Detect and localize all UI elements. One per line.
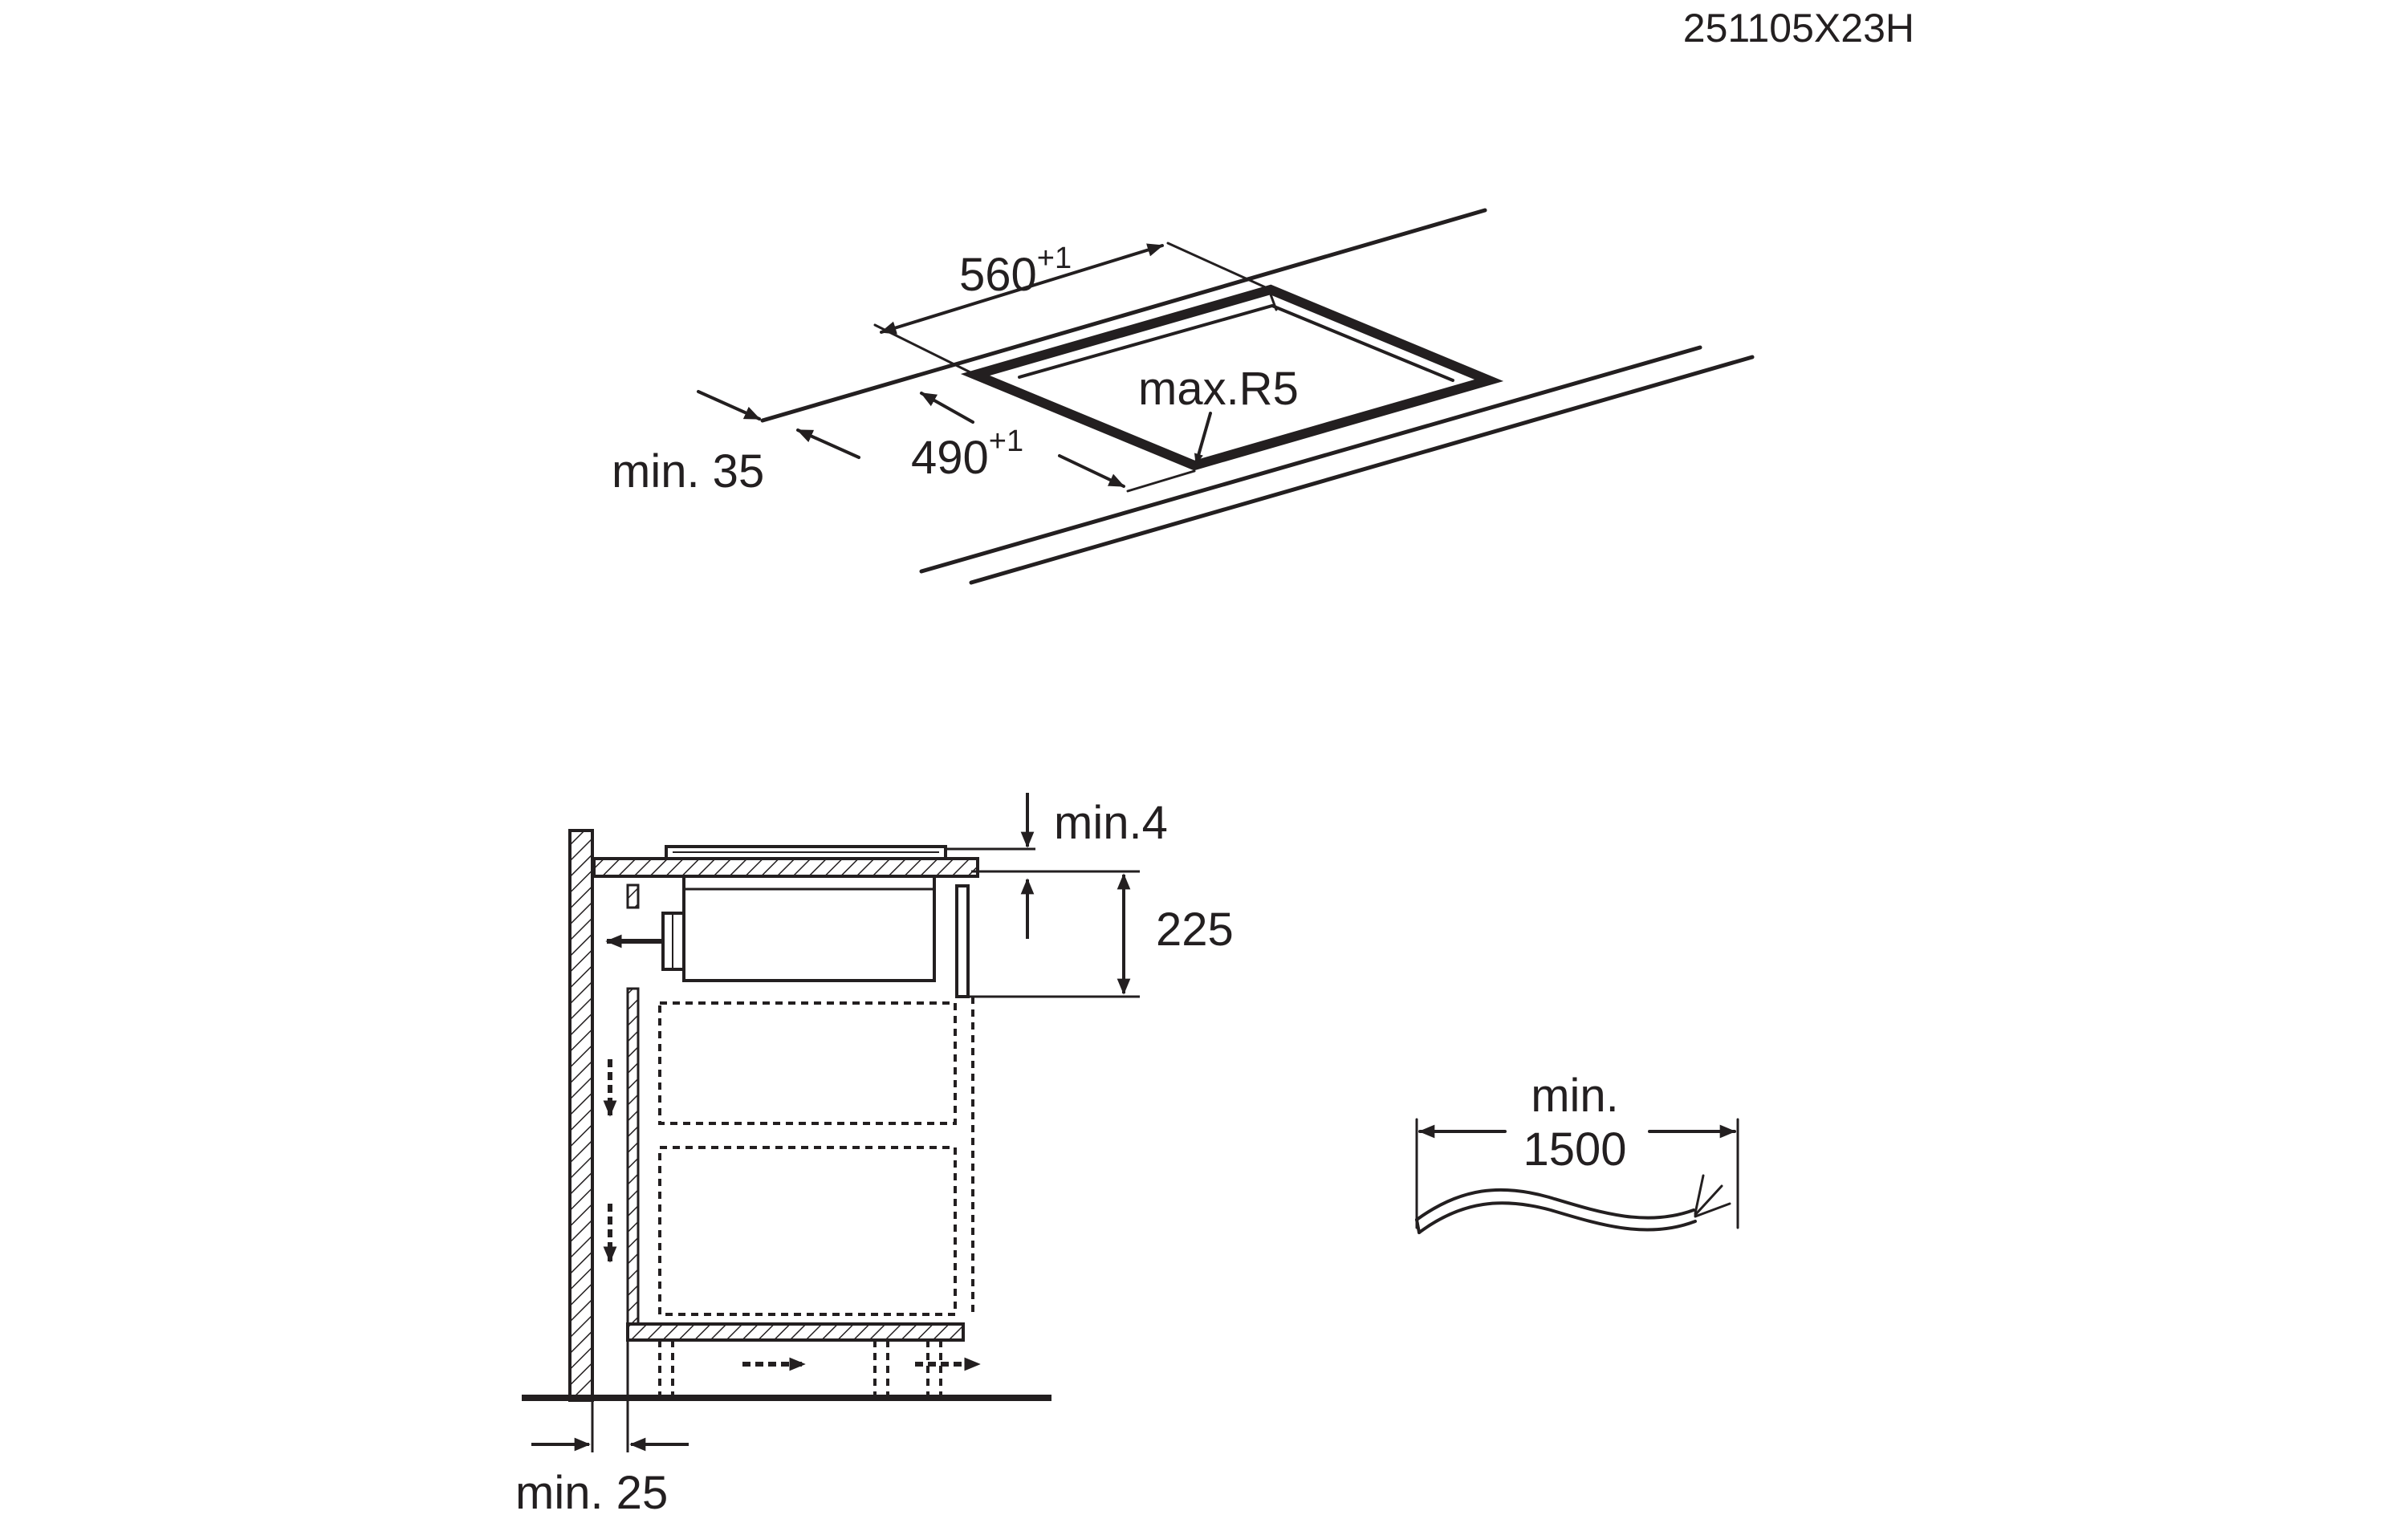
- cutout-depth-label: 490+1: [911, 424, 1023, 484]
- worktop-cutout-view: [697, 208, 1755, 585]
- worktop-section: [592, 857, 979, 878]
- drawer-upper: [658, 1001, 957, 1125]
- cutout-depth-value: 490: [911, 432, 989, 484]
- edge-distance-label: min. 35: [612, 445, 764, 498]
- edge-distance-arrow-bottom: [796, 429, 860, 459]
- cutout-inner-edge: [1018, 303, 1454, 382]
- worktop-front-edge-lower: [969, 355, 1755, 585]
- width-dimension-arrow: [880, 243, 1164, 335]
- cutout-depth-tolerance: +1: [989, 424, 1023, 458]
- hob-body: [682, 875, 936, 982]
- extension-line-left: [873, 323, 977, 376]
- drawer-lower: [658, 1146, 957, 1316]
- extension-line-front: [1126, 469, 1196, 493]
- cable-body-lower: [1418, 1201, 1697, 1234]
- cabinet-back-panel-upper: [626, 883, 640, 909]
- extension-line-width: [1166, 242, 1272, 291]
- radius-arrow: [1194, 412, 1212, 465]
- drawers: [658, 997, 974, 1396]
- cutout-radius-label: max.R5: [1138, 363, 1299, 415]
- worktop-front-edge-upper: [919, 345, 1702, 574]
- cable-label-line1: min.: [1531, 1070, 1619, 1122]
- cutout-width-label: 560+1: [959, 242, 1072, 301]
- cable-label-line2: 1500: [1523, 1123, 1626, 1176]
- cabinet-section-view: [522, 793, 1140, 1452]
- cable-wires: [1694, 1174, 1731, 1218]
- depth-dimension-arrow-right: [1058, 454, 1125, 488]
- cabinet-front-rail: [955, 884, 970, 998]
- cutout-width-tolerance: +1: [1037, 242, 1072, 275]
- cabinet-bottom: [626, 1322, 965, 1342]
- airflow-arrows: [603, 934, 981, 1371]
- cutout-width-value: 560: [959, 249, 1037, 301]
- drawing-code: 251105X23H: [1683, 6, 1914, 51]
- worktop-back-edge: [760, 208, 1487, 423]
- section-dimensions: [531, 793, 1140, 1452]
- rear-wall: [568, 829, 594, 1402]
- depth-dimension-arrow-left: [920, 392, 974, 424]
- cable-body: [1415, 1188, 1695, 1221]
- cable-length-view: [1415, 1118, 1739, 1234]
- cutout-outline: [960, 284, 1504, 471]
- wall-gap-label: min. 25: [515, 1467, 668, 1515]
- cabinet-back-panel: [626, 987, 640, 1326]
- gap-label: min.4: [1054, 797, 1168, 849]
- cutout-inner-corner: [1269, 293, 1278, 311]
- edge-distance-arrow-top: [697, 390, 761, 420]
- height-label: 225: [1156, 904, 1234, 956]
